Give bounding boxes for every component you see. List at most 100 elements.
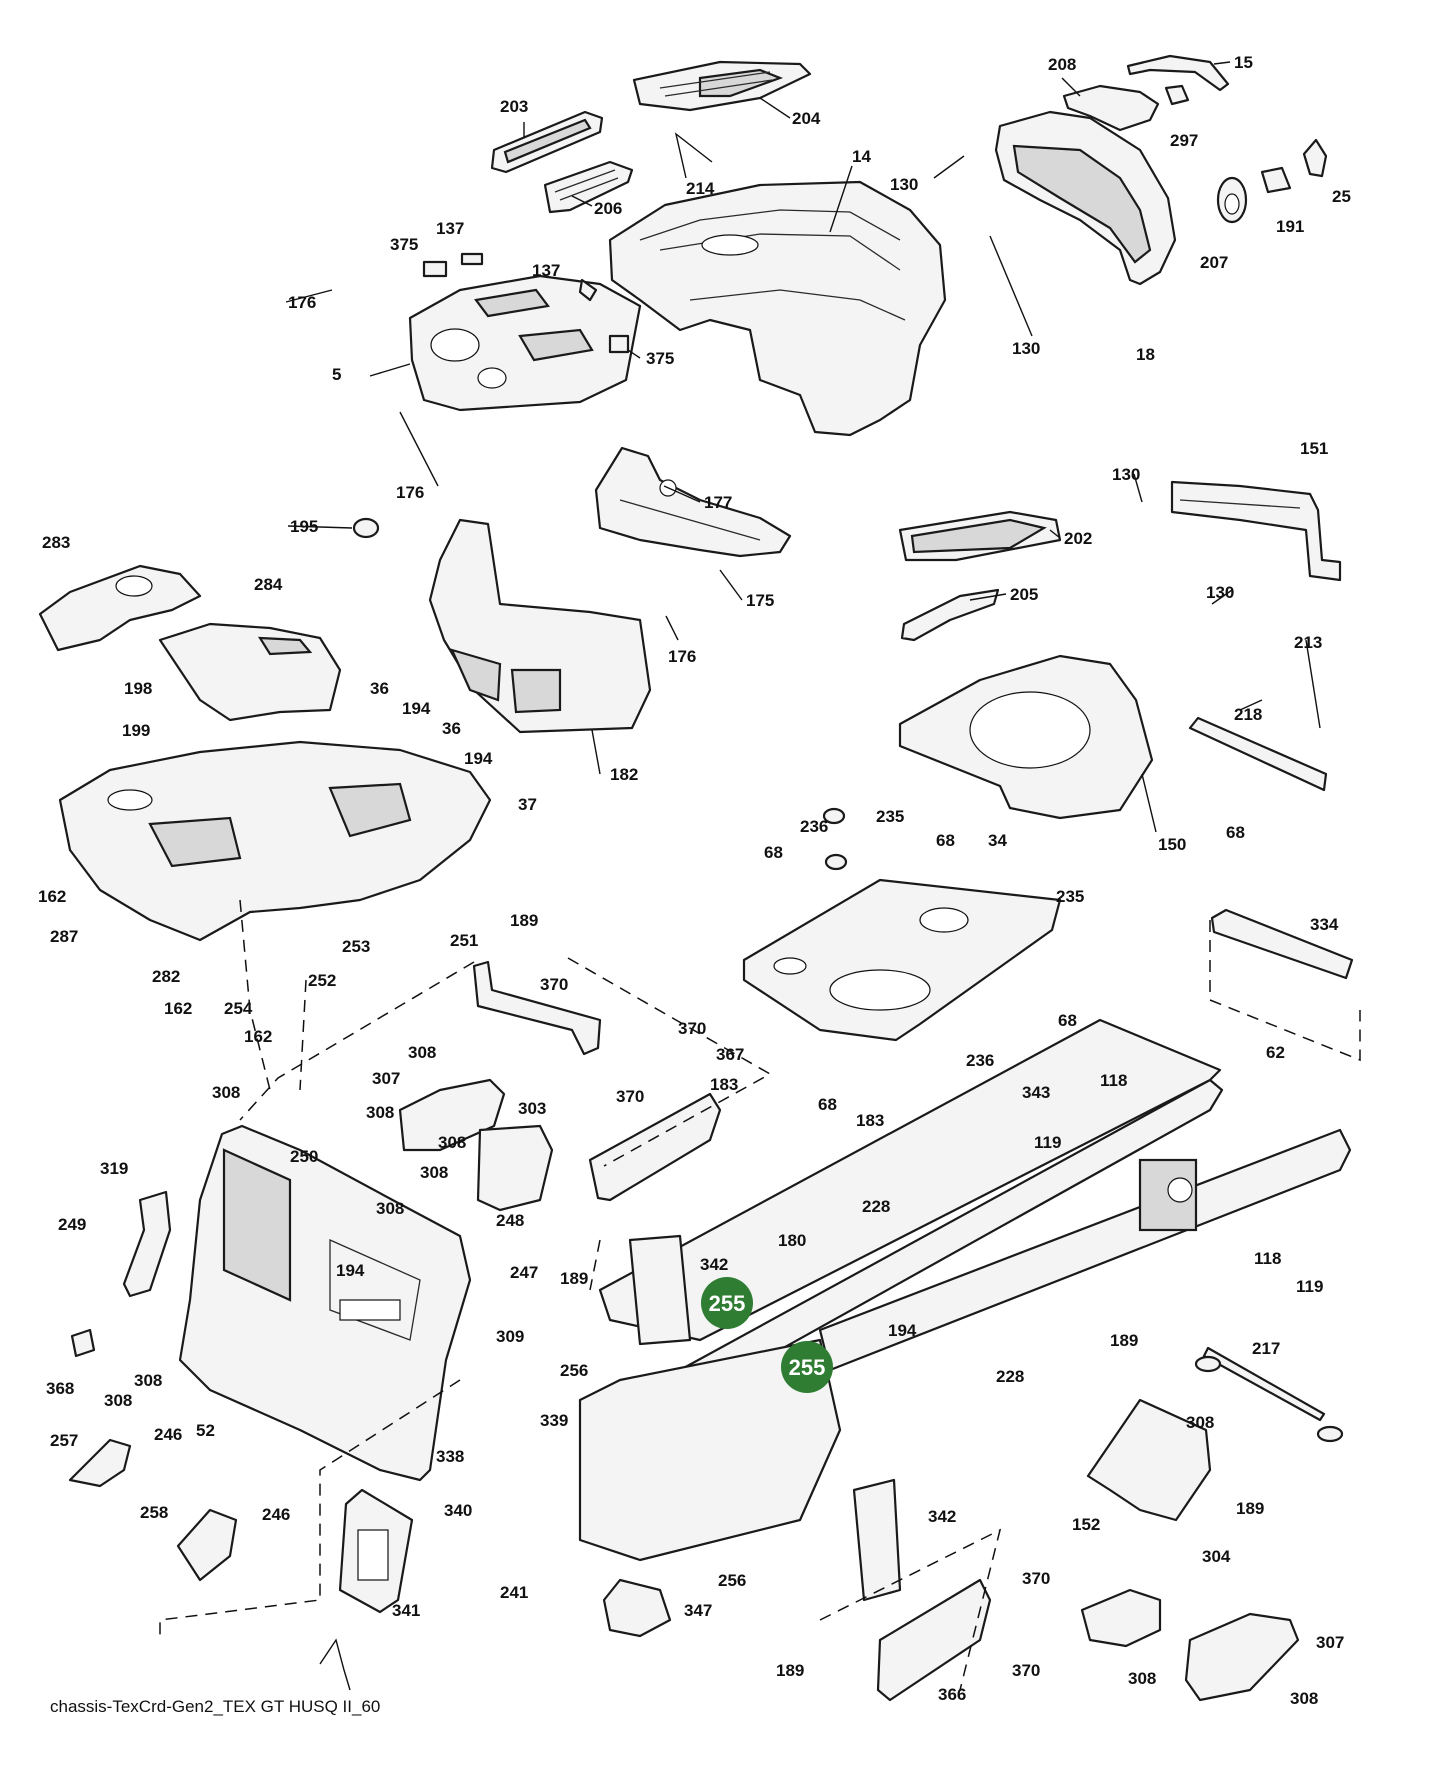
callout-label: 118 xyxy=(1254,1249,1281,1268)
callout-label: 375 xyxy=(646,349,674,368)
callout-label: 152 xyxy=(1072,1515,1100,1534)
callout-label: 241 xyxy=(500,1583,528,1602)
callout-label: 176 xyxy=(668,647,696,666)
callout-label: 228 xyxy=(996,1367,1024,1386)
part-208-headlight-trim xyxy=(1062,84,1160,132)
callout-label: 183 xyxy=(710,1075,738,1094)
badge-label: 255 xyxy=(789,1355,826,1380)
callout-label: 119 xyxy=(1296,1277,1323,1296)
part-366-bracket xyxy=(876,1578,992,1702)
leader-lines xyxy=(285,61,1321,833)
part-342-plate xyxy=(628,1234,902,1602)
callout-label: 339 xyxy=(540,1411,568,1430)
part-217-rod xyxy=(1194,1346,1344,1443)
part-137-clip xyxy=(460,252,598,302)
part-195-plug xyxy=(352,517,380,539)
callout-label: 297 xyxy=(1170,131,1198,150)
callout-label: 309 xyxy=(496,1327,524,1346)
part-341-spring xyxy=(319,1638,351,1691)
part-202-grille xyxy=(898,510,1062,562)
callout-label: 180 xyxy=(778,1231,806,1250)
callout-label: 189 xyxy=(776,1661,804,1680)
callout-label: 207 xyxy=(1200,253,1228,272)
callout-label: 256 xyxy=(560,1361,588,1380)
callout-label: 194 xyxy=(888,1321,917,1340)
callout-label: 253 xyxy=(342,937,370,956)
callout-label: 119 xyxy=(1034,1133,1061,1152)
callout-label: 248 xyxy=(496,1211,524,1230)
callout-label: 250 xyxy=(290,1147,318,1166)
callout-label: 308 xyxy=(376,1199,404,1218)
callout-label: 189 xyxy=(560,1269,588,1288)
part-235-bushing xyxy=(822,807,848,871)
callout-label: 307 xyxy=(1316,1633,1344,1652)
part-304-guard xyxy=(1080,1588,1162,1648)
callout-label: 246 xyxy=(154,1425,182,1444)
callout-label: 308 xyxy=(438,1133,466,1152)
callout-label: 246 xyxy=(262,1505,290,1524)
callout-label: 257 xyxy=(50,1431,78,1450)
part-37-fender xyxy=(58,740,492,942)
callout-label: 308 xyxy=(1290,1689,1318,1708)
callout-label: 214 xyxy=(686,179,715,198)
part-34-steering-plate xyxy=(742,878,1062,1042)
callout-label: 235 xyxy=(876,807,904,826)
callout-label: 175 xyxy=(746,591,774,610)
part-15-trim-strip xyxy=(1126,54,1230,92)
part-367-bracket xyxy=(588,1092,722,1202)
part-251-bracket xyxy=(472,960,602,1056)
highlight-badge-255[interactable]: 255 xyxy=(701,1277,753,1329)
callout-label: 183 xyxy=(856,1111,884,1130)
part-303-bracket xyxy=(476,1124,554,1212)
callout-label: 182 xyxy=(610,765,638,784)
dashed-guides xyxy=(159,899,1361,1691)
part-307-guard xyxy=(1184,1612,1300,1702)
callout-label: 366 xyxy=(938,1685,966,1704)
callout-label: 194 xyxy=(402,699,431,718)
callout-label: 307 xyxy=(372,1069,400,1088)
callout-label: 36 xyxy=(442,719,461,738)
callout-label: 205 xyxy=(1010,585,1038,604)
part-375-switch xyxy=(422,260,630,354)
callout-label: 137 xyxy=(532,261,560,280)
callout-label: 370 xyxy=(1022,1569,1050,1588)
part-218-plate xyxy=(1188,716,1328,792)
highlight-badge-255[interactable]: 255 xyxy=(781,1341,833,1393)
part-151-bracket xyxy=(1170,480,1342,582)
callout-label: 5 xyxy=(332,365,341,384)
part-258-latch xyxy=(176,1508,238,1582)
callout-label: 308 xyxy=(1128,1669,1156,1688)
callout-label: 68 xyxy=(936,831,955,850)
callout-label: 342 xyxy=(928,1507,956,1526)
part-203-grille xyxy=(490,110,604,174)
part-5-dash-panel xyxy=(408,274,642,412)
callout-label: 68 xyxy=(1058,1011,1077,1030)
callout-label: 256 xyxy=(718,1571,746,1590)
callout-label: 308 xyxy=(134,1371,162,1390)
part-180-frame xyxy=(578,1018,1352,1562)
callout-label: 319 xyxy=(100,1159,128,1178)
callout-label: 176 xyxy=(288,293,316,312)
callout-label: 137 xyxy=(436,219,464,238)
callout-label: 370 xyxy=(540,975,568,994)
callout-label: 217 xyxy=(1252,1339,1280,1358)
callout-label: 199 xyxy=(122,721,150,740)
callout-label: 62 xyxy=(1266,1043,1285,1062)
callout-label: 18 xyxy=(1136,345,1155,364)
part-206-vent xyxy=(543,160,634,214)
part-labels: 15 208 203 204 297 25 214 14 206 130 191… xyxy=(38,53,1351,1708)
callout-label: 340 xyxy=(444,1501,472,1520)
callout-label: 308 xyxy=(408,1043,436,1062)
part-284-seat-pan xyxy=(158,622,342,722)
callout-label: 36 xyxy=(370,679,389,698)
callout-label: 25 xyxy=(1332,187,1351,206)
callout-label: 198 xyxy=(124,679,152,698)
callout-label: 308 xyxy=(104,1391,132,1410)
callout-label: 162 xyxy=(244,1027,272,1046)
part-150-tray xyxy=(898,654,1154,820)
badge-label: 255 xyxy=(709,1291,746,1316)
callout-label: 342 xyxy=(700,1255,728,1274)
callout-label: 341 xyxy=(392,1601,420,1620)
part-191-connector xyxy=(1260,166,1292,194)
callout-label: 189 xyxy=(510,911,538,930)
